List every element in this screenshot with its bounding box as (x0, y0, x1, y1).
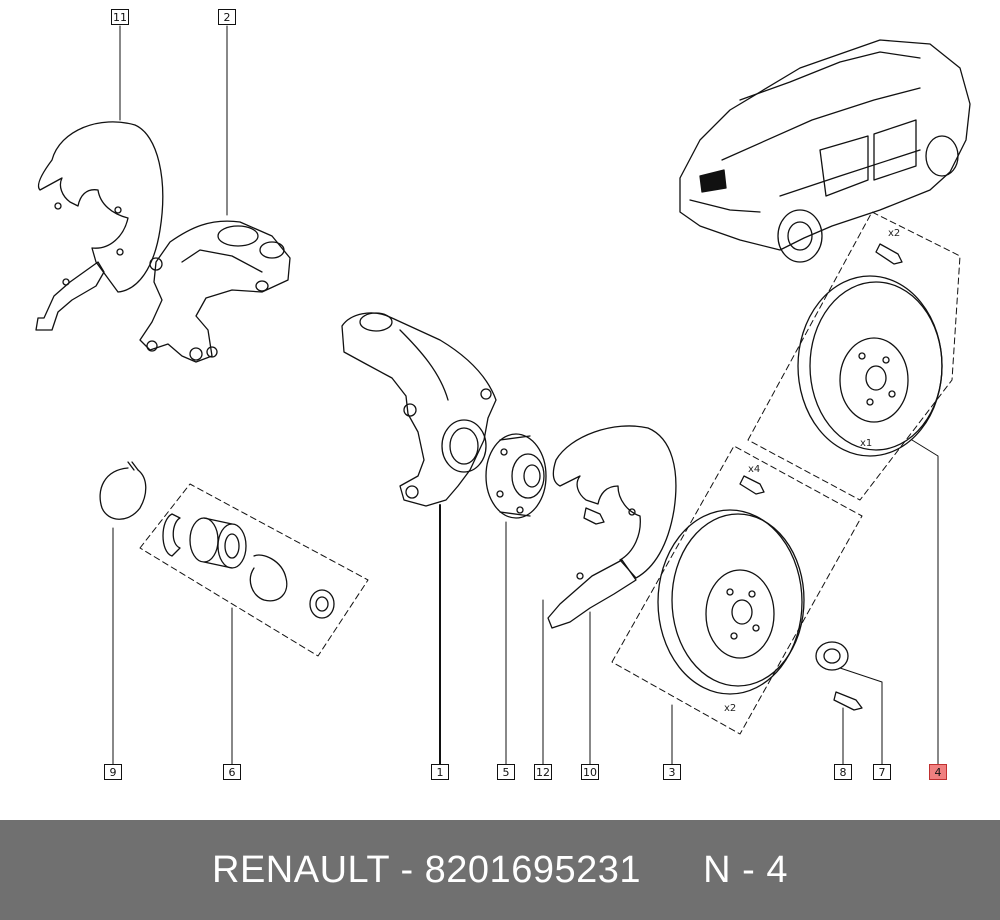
brand-name: RENAULT (212, 848, 390, 891)
part-4-brake-disc-kit (747, 211, 961, 501)
part-12-bolt (583, 507, 605, 525)
callout-11: 11 (111, 9, 129, 25)
callout-6: 6 (223, 764, 241, 780)
part-9-circlip (99, 461, 147, 520)
part-5-wheel-hub (485, 433, 547, 519)
part-1-steering-knuckle (341, 312, 497, 507)
part-2-carrier (139, 220, 291, 363)
callout-10: 10 (581, 764, 599, 780)
part-3-brake-disc-kit (611, 445, 863, 735)
part-11-splash-shield (35, 121, 164, 331)
callout-9: 9 (104, 764, 122, 780)
callout-4-highlighted: 4 (929, 764, 947, 780)
callout-12: 12 (534, 764, 552, 780)
callout-7: 7 (873, 764, 891, 780)
callout-3: 3 (663, 764, 681, 780)
qty-screw-top: x2 (888, 228, 901, 239)
qty-disc-bottom: x2 (724, 703, 737, 714)
footer-bar: RENAULT - 8201695231 N - 4 (0, 820, 1000, 920)
part-10-splash-shield (547, 425, 677, 629)
callout-5: 5 (497, 764, 515, 780)
qty-disc-top: x1 (860, 438, 873, 449)
exploded-parts-diagram (35, 25, 971, 765)
part-8-bolt (833, 691, 863, 711)
callout-1: 1 (431, 764, 449, 780)
page-code: N - 4 (703, 848, 788, 891)
callout-2: 2 (218, 9, 236, 25)
part-7-nut (815, 641, 849, 671)
qty-screw-mid: x4 (748, 464, 761, 475)
leader-lines (112, 25, 939, 765)
vehicle-sketch (679, 39, 971, 263)
part-number: 8201695231 (424, 848, 641, 891)
footer-caption: RENAULT - 8201695231 N - 4 (212, 849, 788, 892)
part-6-bearing-kit (139, 483, 369, 657)
callout-8: 8 (834, 764, 852, 780)
separator-dash: - (400, 848, 414, 891)
